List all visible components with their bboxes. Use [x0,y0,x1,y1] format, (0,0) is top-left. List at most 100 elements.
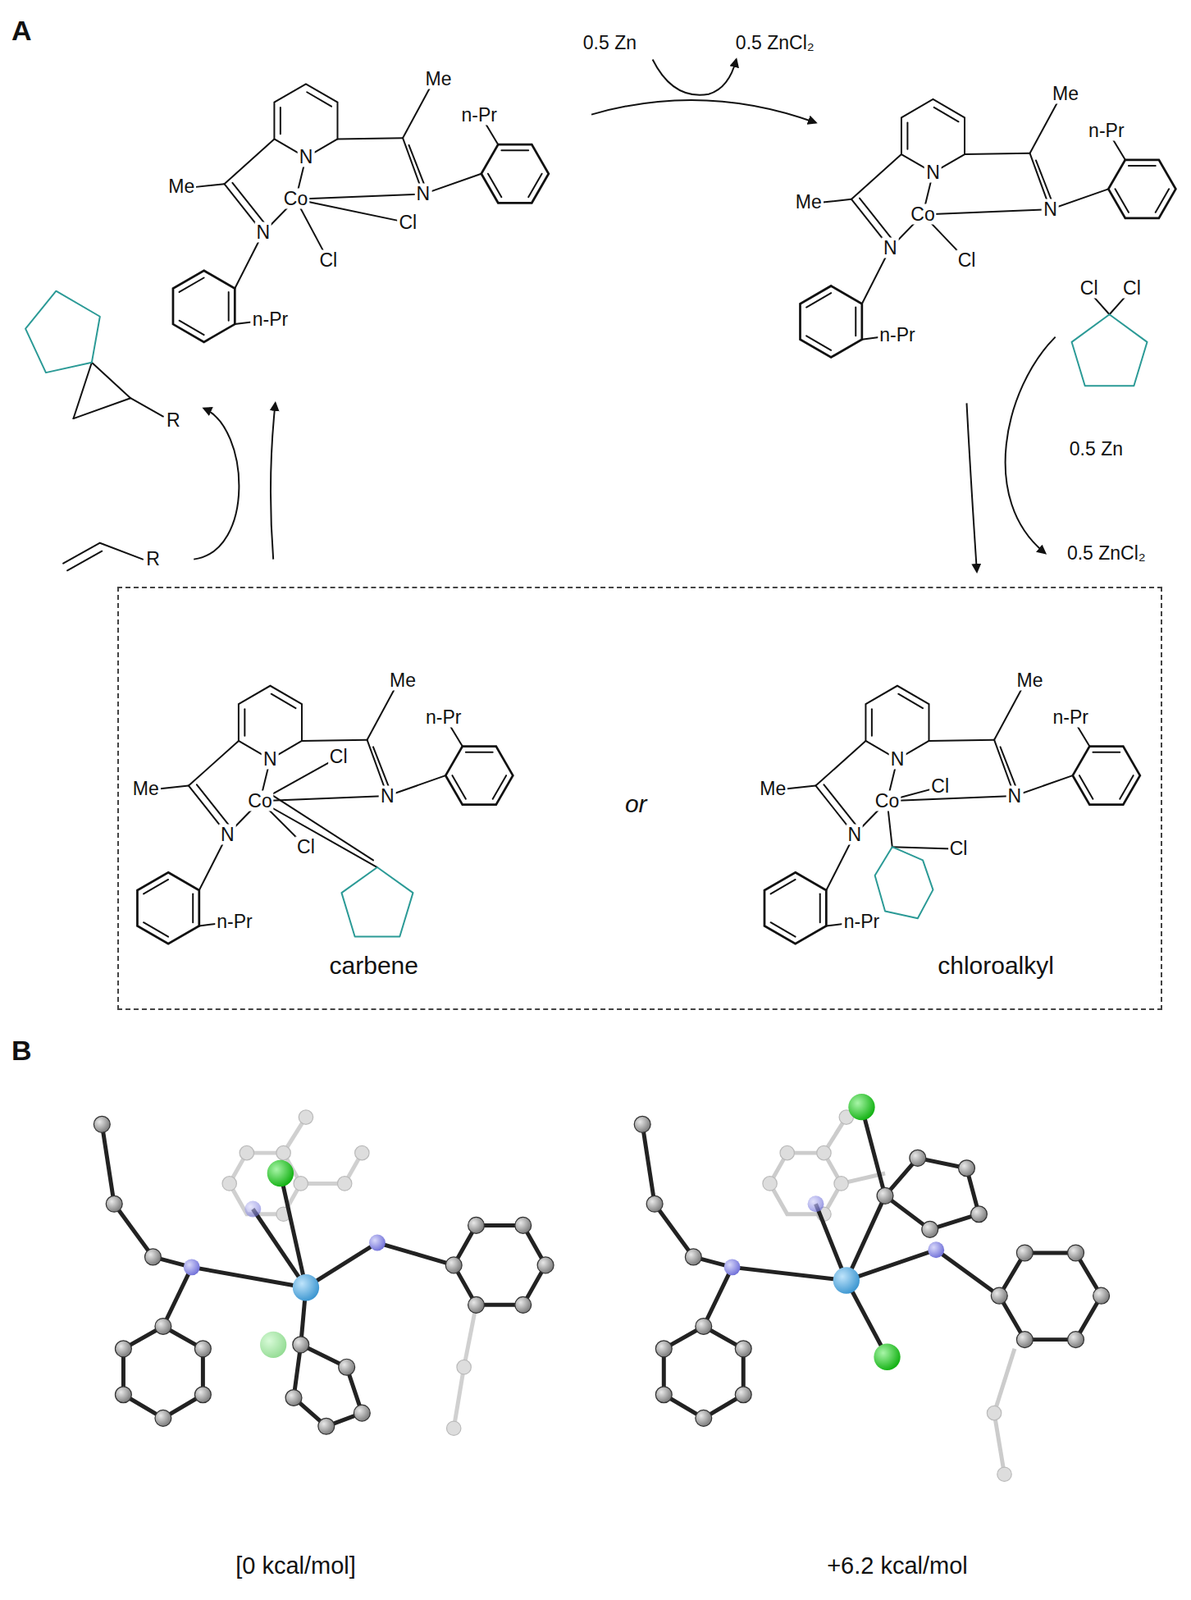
ball-and-stick-model [958,1159,976,1177]
atom-label: N [1006,784,1024,806]
ball-and-stick-model [145,1248,162,1265]
ball-and-stick-model [318,1417,335,1434]
bonds [267,791,374,860]
ball-and-stick-model [655,1386,672,1403]
atom-label: Cl [956,250,978,271]
atom-label: R [164,410,183,431]
ball-and-stick-model [646,1195,663,1212]
ball-and-stick-model [93,1115,554,1434]
ball-and-stick-model [762,1176,777,1191]
ball-and-stick-model [101,1123,115,1204]
ball-and-stick-model [114,1340,132,1357]
atom-label: N [219,823,237,845]
ball-and-stick-model [732,1266,847,1280]
atom-label: Me [131,777,161,799]
ball-and-stick-model [445,1256,462,1274]
ball-and-stick-model [194,1340,211,1357]
ball-and-stick-model [999,1252,1101,1340]
ball-and-stick-model [885,1157,979,1229]
ball-and-stick-model [762,1109,1012,1482]
ball-and-stick-model [468,1295,485,1313]
ball-and-stick-model [921,1220,939,1237]
ball-and-stick-model [834,1176,849,1191]
ball-and-stick-model [276,1145,291,1160]
ball-and-stick-model [807,1195,825,1212]
atom-label: Me [794,191,824,213]
ball-and-stick-model [222,1176,237,1191]
atom-label: N [924,162,942,183]
ball-and-stick-model [239,1145,254,1160]
ball-and-stick-model [353,1404,370,1421]
atom-label: n-Pr [460,104,499,126]
ball-and-stick-model [337,1176,352,1191]
ball-and-stick-model [770,1117,1015,1474]
reagent-label: 0.5 ZnCl₂ [734,32,817,54]
ball-and-stick-model [267,1159,294,1187]
ball-and-stick-model [114,1203,153,1257]
bonds [91,362,131,399]
reaction-arrows [193,59,1055,571]
teal-rings [1072,314,1148,386]
ball-and-stick-model [163,1266,192,1326]
ball-and-stick-model [634,1115,1109,1426]
atom-label: Co [246,789,274,811]
reaction-arrows [270,402,276,559]
atom-label: N [297,146,315,168]
ball-and-stick-model [654,1203,694,1257]
ball-and-stick-model [1067,1244,1085,1261]
ball-and-stick-model [244,1200,261,1218]
atom-label: Me [1050,83,1081,105]
teal-rings [25,291,101,373]
atom-label: n-Pr [842,910,881,931]
ball-and-stick-model [194,1386,211,1403]
bonds [73,362,92,419]
reaction-arrows [193,408,239,560]
atom-label: N [1041,198,1059,220]
ball-and-stick-model [114,1386,132,1403]
ball-and-stick-model [655,1340,672,1357]
ball-and-stick-model [105,1195,123,1212]
atom-label: Cl [317,250,339,271]
cobalt-complex [764,685,1141,945]
structure-caption: or [622,790,650,817]
ball-and-stick-model [848,1093,875,1120]
atom-label: N [261,748,279,769]
atom-label: Me [1015,670,1045,691]
ball-and-stick-model [695,1318,712,1335]
teal-rings [25,291,1147,937]
ball-and-stick-model [994,1348,1015,1413]
panel-letter: A [9,15,34,46]
atom-label: N [378,784,397,806]
ball-and-stick-model [252,1209,306,1288]
ball-and-stick-model [724,1258,741,1275]
ball-and-stick-model [292,1273,320,1301]
ball-and-stick-model [986,1405,1001,1420]
ball-and-stick-model [1016,1331,1033,1348]
atom-label: Me [387,670,418,691]
bonds [130,397,164,416]
ball-and-stick-model [285,1389,302,1406]
ball-and-stick-model [846,1195,886,1280]
ball-and-stick-model [191,1266,306,1287]
atom-label: n-Pr [1051,706,1091,727]
ball-and-stick-model [456,1359,471,1374]
bonds [296,199,409,224]
ball-and-stick-model [684,1248,702,1265]
atom-label: n-Pr [424,706,463,727]
ball-and-stick-model [260,1331,287,1358]
ball-and-stick-model [93,1115,110,1132]
reaction-arrows [1005,337,1056,554]
ball-and-stick-model [876,1186,894,1204]
teal-rings [341,867,413,937]
ball-and-stick-model [355,1145,370,1160]
atom-label: Cl [295,835,317,857]
atom-label: n-Pr [250,309,290,330]
ball-and-stick-model [515,1295,532,1313]
atom-label: n-Pr [214,910,254,931]
bonds [63,543,101,564]
ball-and-stick-model [642,1123,655,1204]
ball-and-stick-model [994,1412,1004,1474]
atom-label: Co [282,188,310,210]
ball-and-stick-model [833,1266,860,1293]
